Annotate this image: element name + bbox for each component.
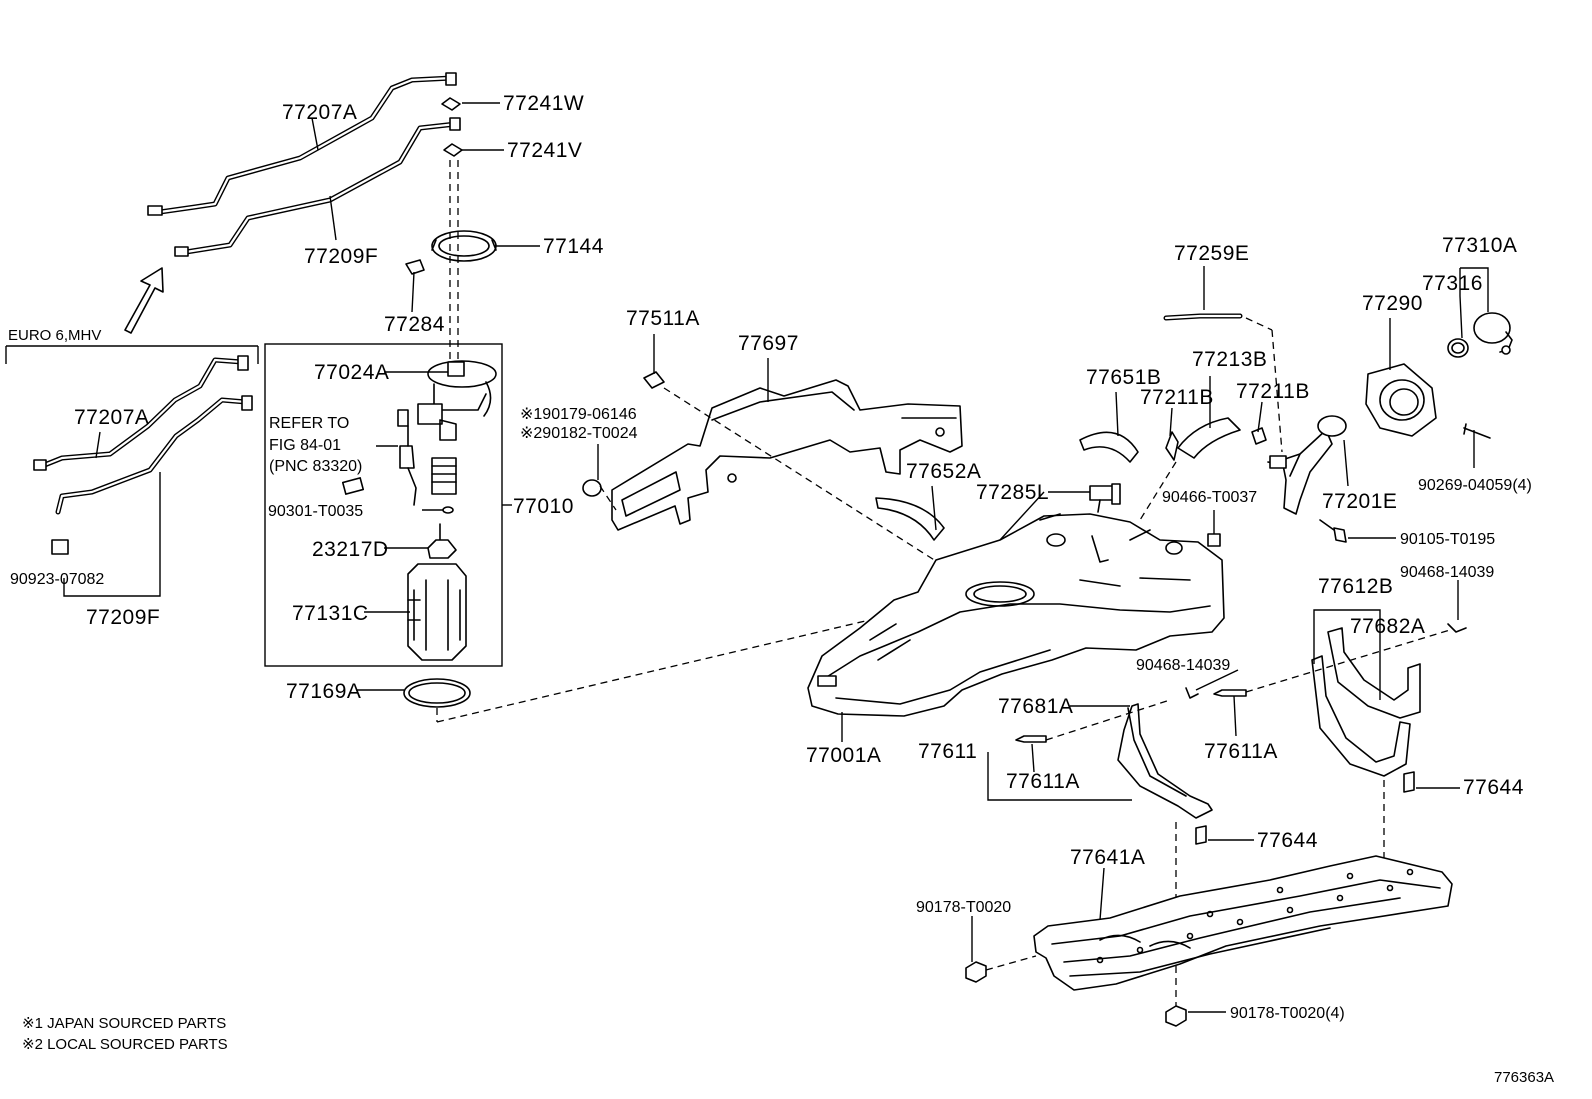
bolt-77644-mid-icon	[1195, 825, 1207, 845]
refer-line-1: REFER TO	[269, 415, 349, 432]
label-77681A: 77681A	[998, 695, 1073, 718]
label-77641A: 77641A	[1070, 846, 1145, 869]
part-number-labels: 77207A 77241W 77241V 77144 77209F 77284 …	[8, 92, 1554, 1086]
label-77010: 77010	[513, 495, 574, 518]
fuel-tank-77001A-drawing	[807, 513, 1225, 717]
label-290182-T0024: ※290182-T0024	[520, 425, 638, 442]
refer-line-2: FIG 84-01	[269, 437, 341, 454]
label-77211B-right: 77211B	[1236, 380, 1310, 403]
skid-plate-77641A-drawing	[1033, 855, 1453, 991]
label-77611A-left: 77611A	[1006, 770, 1080, 793]
label-77651B: 77651B	[1086, 366, 1161, 389]
filler-pipe-77201E-drawing	[1267, 415, 1347, 515]
label-77284: 77284	[384, 313, 445, 336]
nut-90178-icon	[965, 961, 987, 983]
clamp-77211B-right-icon	[1251, 427, 1267, 445]
clip-77241W-icon	[441, 97, 461, 111]
label-77209F-top: 77209F	[304, 245, 378, 268]
label-77644-mid: 77644	[1257, 829, 1318, 852]
note-japan-sourced: ※1 JAPAN SOURCED PARTS	[22, 1015, 226, 1032]
clip-77241V-icon	[443, 143, 463, 157]
tube-connector-icon	[147, 205, 163, 216]
insulator-77652A-icon	[875, 497, 945, 541]
label-90178-T0020: 90178-T0020	[916, 899, 1011, 916]
label-90105-T0195: 90105-T0195	[1400, 531, 1495, 548]
valve-77285L-icon	[1089, 483, 1121, 513]
label-77201E: 77201E	[1322, 490, 1397, 513]
label-77144: 77144	[543, 235, 604, 258]
clamp-77284-icon	[405, 259, 425, 275]
strap-77612B-drawing	[1311, 655, 1411, 777]
ring-77316-icon	[1447, 338, 1469, 358]
nut-90178-4-icon	[1165, 1005, 1187, 1027]
label-77207A-top: 77207A	[282, 101, 357, 124]
label-90468-14039-right: 90468-14039	[1400, 564, 1494, 581]
bolt-77644-right-icon	[1403, 771, 1415, 793]
strap-77682A-drawing	[1327, 627, 1421, 719]
label-77241V: 77241V	[507, 139, 582, 162]
label-190179-06146: ※190179-06146	[520, 406, 637, 423]
label-77310A: 77310A	[1442, 234, 1517, 257]
label-77211B-left: 77211B	[1140, 386, 1214, 409]
label-77652A: 77652A	[906, 460, 981, 483]
label-77241W: 77241W	[503, 92, 584, 115]
label-90269-04059: 90269-04059(4)	[1418, 477, 1532, 494]
retainer-ring-77144-icon	[431, 230, 497, 262]
gasket-77169A-icon	[403, 678, 471, 708]
strap-77681A-drawing	[1117, 703, 1213, 819]
label-23217D: 23217D	[312, 538, 389, 561]
fuel-tube-77209F-drawing	[174, 117, 461, 257]
label-77131C: 77131C	[292, 602, 369, 625]
label-90301-T0035: 90301-T0035	[268, 503, 363, 520]
label-euro-6-mhv: EURO 6,MHV	[8, 327, 101, 344]
label-77024A: 77024A	[314, 361, 389, 384]
label-77511A: 77511A	[626, 307, 700, 330]
label-77611: 77611	[918, 740, 977, 763]
label-77209F-euro: 77209F	[86, 606, 160, 629]
clip-90468-right-icon	[1447, 623, 1467, 633]
fuel-pump-drawing	[341, 360, 497, 661]
diagram-code: 776363A	[1494, 1069, 1554, 1086]
fuel-inlet-box-77290-drawing	[1365, 363, 1437, 437]
insulator-77651B-icon	[1079, 431, 1139, 463]
label-77316: 77316	[1422, 272, 1483, 295]
label-77001A: 77001A	[806, 744, 881, 767]
arrow-icon	[124, 267, 164, 334]
label-77697: 77697	[738, 332, 799, 355]
label-77259E: 77259E	[1174, 242, 1249, 265]
label-77682A: 77682A	[1350, 615, 1425, 638]
bolt-77611A-right-icon	[1213, 689, 1247, 697]
label-90923-07082: 90923-07082	[10, 571, 104, 588]
clip-90466-icon	[1207, 533, 1221, 547]
clip-90468-mid-icon	[1185, 687, 1199, 699]
label-77169A: 77169A	[286, 680, 361, 703]
grommet-icon	[582, 479, 602, 497]
clip-77511A-icon	[643, 371, 665, 389]
label-90468-14039-mid: 90468-14039	[1136, 657, 1230, 674]
label-77612B: 77612B	[1318, 575, 1393, 598]
fuel-tube-77207A-drawing	[147, 72, 457, 216]
bolt-90105-icon	[1333, 527, 1347, 543]
label-90178-T0020-4: 90178-T0020(4)	[1230, 1005, 1345, 1022]
bolt-77611A-left-icon	[1015, 735, 1047, 743]
hose-77213B-icon	[1177, 417, 1241, 459]
label-77285L: 77285L	[976, 481, 1049, 504]
clip-90923-icon	[51, 539, 69, 555]
label-90466-T0037: 90466-T0037	[1162, 489, 1257, 506]
label-77611A-right: 77611A	[1204, 740, 1278, 763]
fuel-cap-77310A-icon	[1473, 312, 1513, 355]
label-77644-right: 77644	[1463, 776, 1524, 799]
clamp-77211B-left-icon	[1165, 431, 1179, 461]
label-77213B: 77213B	[1192, 348, 1267, 371]
note-local-sourced: ※2 LOCAL SOURCED PARTS	[22, 1036, 228, 1053]
refer-line-3: (PNC 83320)	[269, 458, 362, 475]
label-77290: 77290	[1362, 292, 1423, 315]
euro-fuel-tubes-drawing	[33, 355, 253, 555]
protector-77697-drawing	[611, 379, 963, 531]
leader-lines	[63, 102, 1489, 1013]
label-77207A-euro: 77207A	[74, 406, 149, 429]
screw-90269-icon	[1463, 423, 1491, 439]
